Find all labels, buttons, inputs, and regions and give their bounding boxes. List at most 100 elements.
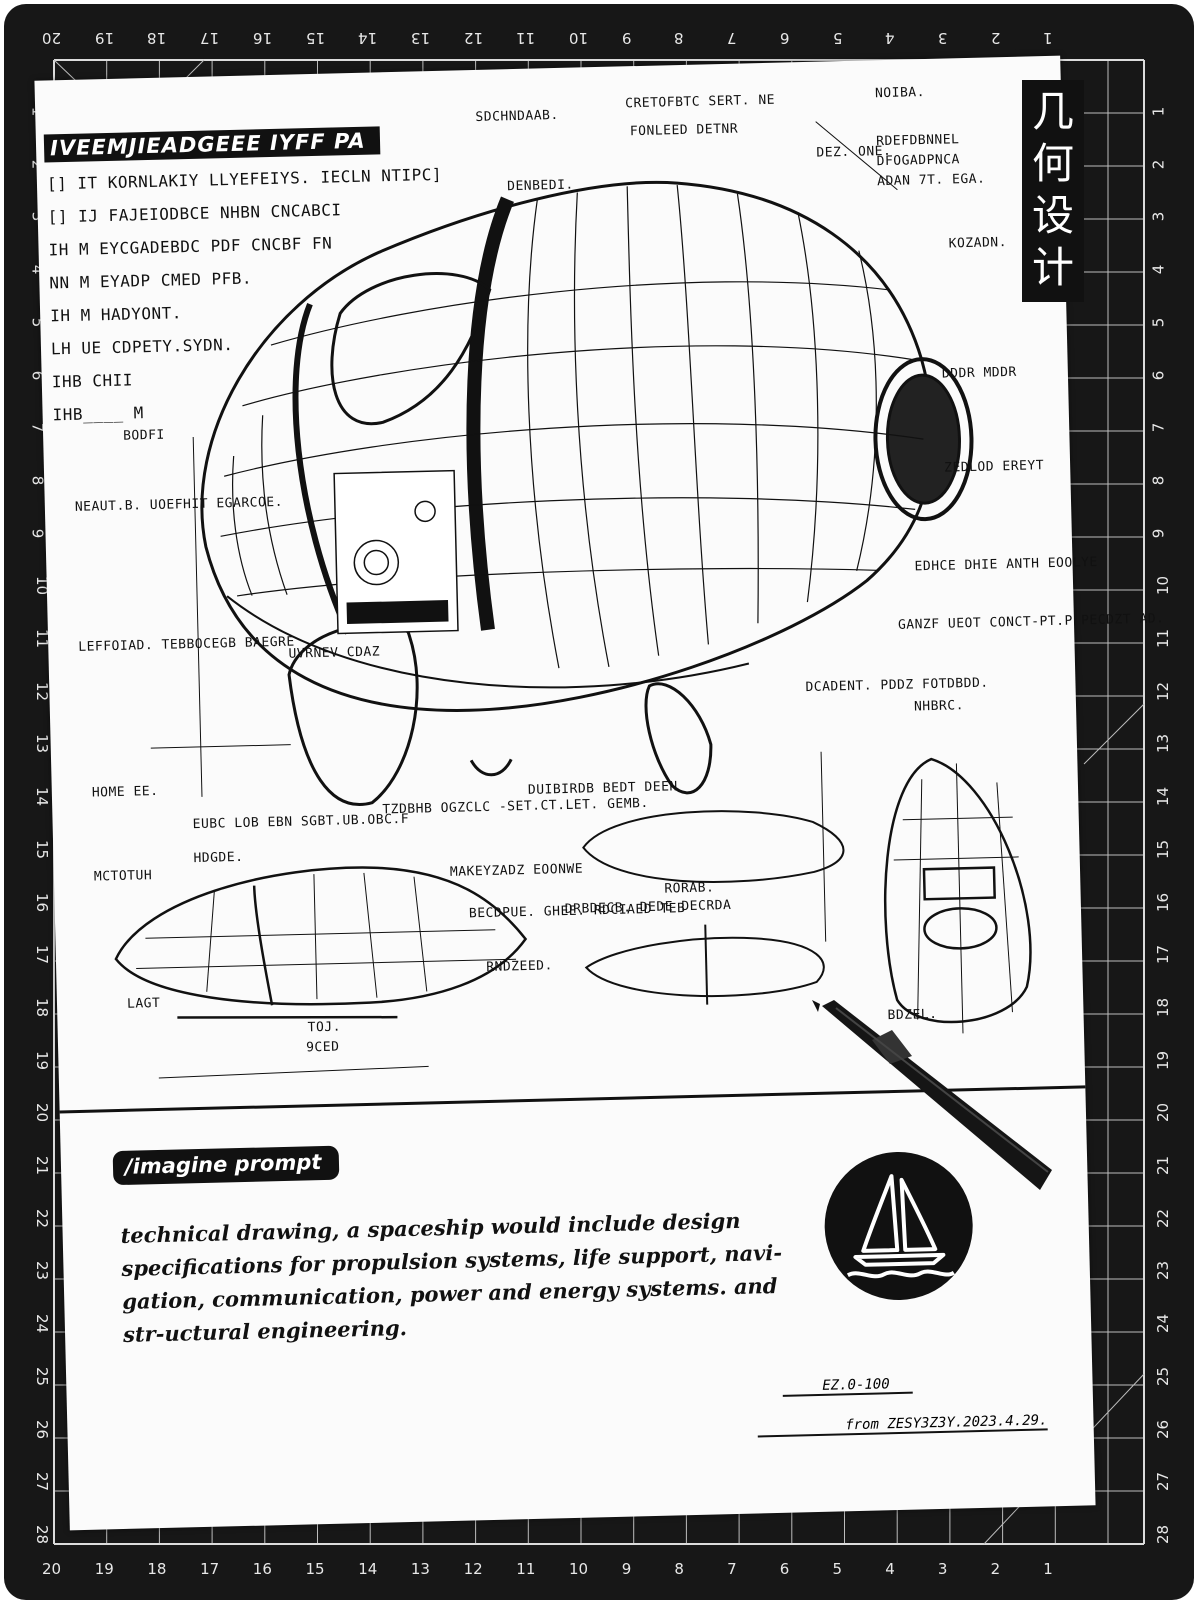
ruler-top-number: 8 <box>674 29 684 47</box>
signature-line-2: from ZESY3Z3Y.2023.4.29. <box>757 1412 1048 1438</box>
annotation-label: SDCHNDAAB. <box>475 107 559 125</box>
ruler-bottom-number: 1 <box>1043 1560 1053 1578</box>
ruler-right-number: 19 <box>1154 1050 1173 1070</box>
ruler-left-number: 20 <box>33 1103 52 1123</box>
ruler-left-number: 28 <box>33 1524 52 1544</box>
ruler-left-number: 11 <box>33 628 52 649</box>
ruler-bottom-number: 13 <box>410 1560 430 1578</box>
ruler-left-number: 19 <box>33 1050 52 1070</box>
annotation-label: DDDR MDDR <box>941 364 1017 382</box>
ruler-top-number: 11 <box>516 29 536 47</box>
ruler-left-number: 16 <box>33 892 52 912</box>
ruler-right-number: 27 <box>1154 1472 1173 1492</box>
ruler-top-number: 1 <box>1043 29 1053 47</box>
title-char: 几 <box>1031 87 1074 136</box>
ruler-top-number: 2 <box>990 29 1001 47</box>
sailboat-logo-icon <box>824 1151 973 1300</box>
ruler-right-number: 4 <box>1149 264 1168 275</box>
ruler-top-number: 6 <box>779 29 790 47</box>
ruler-bottom-number: 2 <box>990 1560 1001 1578</box>
ruler-top-number: 7 <box>727 29 737 47</box>
ruler-top-number: 3 <box>937 29 948 47</box>
ruler-left-number: 14 <box>33 787 52 807</box>
title-text: 几何设计 <box>1022 86 1084 294</box>
title-block: 几何设计 <box>1022 80 1084 302</box>
ruler-left-number: 23 <box>33 1261 52 1281</box>
ruler-bottom-number: 7 <box>727 1560 737 1578</box>
ruler-top-number: 9 <box>621 29 632 47</box>
ruler-bottom-number: 15 <box>305 1560 325 1578</box>
ruler-right-number: 8 <box>1149 475 1168 486</box>
annotation-label: RNDZEED. <box>486 958 554 975</box>
ruler-bottom-number: 18 <box>147 1560 167 1578</box>
ruler-right-number: 2 <box>1149 159 1168 169</box>
ruler-bottom-number: 5 <box>832 1560 843 1578</box>
ruler-bottom-number: 17 <box>200 1560 220 1578</box>
ruler-top-number: 12 <box>463 29 483 47</box>
ruler-left-number: 26 <box>33 1419 52 1439</box>
ruler-bottom-number: 19 <box>94 1560 114 1578</box>
ruler-right-number: 5 <box>1149 317 1168 328</box>
ruler-left-number: 18 <box>33 997 52 1017</box>
annotation-label: HDGDE. <box>193 849 244 867</box>
spec-list: [] IT KORNLAKIY LLYEFEIYS. IECLN NTIPC][… <box>47 165 449 439</box>
ruler-right-number: 26 <box>1154 1419 1173 1439</box>
ruler-right-number: 3 <box>1149 212 1168 222</box>
ruler-right-number: 14 <box>1154 787 1173 807</box>
ruler-right-number: 1 <box>1149 106 1168 117</box>
ruler-right-number: 13 <box>1154 734 1173 754</box>
title-char: 设 <box>1031 191 1074 240</box>
annotation-label: FONLEED DETNR <box>629 121 739 140</box>
ruler-top-number: 4 <box>885 29 895 47</box>
ruler-right-number: 24 <box>1154 1314 1173 1334</box>
ruler-top-number: 15 <box>305 29 325 47</box>
annotation-label: NHBRC. <box>913 698 965 715</box>
ruler-top-number: 5 <box>832 29 843 47</box>
ruler-right-number: 17 <box>1154 945 1173 965</box>
ruler-left-number: 8 <box>28 475 47 486</box>
ruler-bottom-number: 14 <box>358 1560 378 1578</box>
ruler-left-number: 22 <box>33 1208 52 1228</box>
title-char: 计 <box>1031 243 1074 292</box>
ruler-bottom-number: 20 <box>42 1560 62 1578</box>
ruler-left-number: 9 <box>28 528 47 538</box>
ruler-right-number: 21 <box>1154 1155 1173 1176</box>
ruler-top-number: 14 <box>358 29 378 47</box>
ruler-right-number: 11 <box>1154 628 1173 649</box>
annotation-label: BODFI <box>122 427 165 444</box>
signature-line-1: EZ.0-100 <box>782 1375 913 1397</box>
annotation-label: TOJ. <box>307 1019 342 1036</box>
ruler-bottom-number: 8 <box>674 1560 684 1578</box>
ruler-right-number: 18 <box>1154 997 1173 1017</box>
imagine-prompt-tag: /imagine prompt <box>112 1145 340 1186</box>
ruler-bottom-number: 12 <box>463 1560 483 1578</box>
ruler-bottom-number: 4 <box>885 1560 895 1578</box>
ruler-right-number: 9 <box>1149 528 1168 538</box>
annotation-label: 9CED <box>305 1039 340 1056</box>
title-char: 何 <box>1031 139 1074 188</box>
ruler-left-number: 17 <box>33 945 52 965</box>
annotation-label: HOME EE. <box>91 783 159 801</box>
ruler-left-number: 24 <box>33 1314 52 1334</box>
ruler-bottom-number: 10 <box>569 1560 589 1578</box>
marker-pen <box>812 1000 1052 1190</box>
sketch-paper: IVEEMJIEADGEEE IYFF PA [] IT KORNLAKIY L… <box>34 55 1165 1531</box>
ruler-top-number: 20 <box>42 29 62 47</box>
ruler-left-number: 27 <box>33 1472 52 1492</box>
ruler-top-number: 18 <box>147 29 167 47</box>
annotation-label: RORAB. <box>664 880 715 897</box>
ruler-left-number: 25 <box>33 1366 52 1386</box>
ruler-right-number: 22 <box>1154 1208 1173 1228</box>
annotation-label: DEZ. ONE. <box>816 143 892 161</box>
ruler-bottom-number: 6 <box>779 1560 790 1578</box>
ruler-bottom-number: 11 <box>516 1560 536 1578</box>
ruler-bottom-number: 3 <box>937 1560 948 1578</box>
annotation-label: ZEDLOD EREYT <box>943 458 1045 476</box>
ruler-right-number: 6 <box>1149 370 1168 380</box>
spaceship-sketch <box>114 121 1032 1079</box>
ruler-bottom-number: 9 <box>621 1560 632 1578</box>
ruler-left-number: 13 <box>33 734 52 754</box>
ruler-right-number: 28 <box>1154 1524 1173 1544</box>
annotation-label: NOIBA. <box>874 84 926 102</box>
annotation-label: UVRNEV CDAZ <box>288 644 381 662</box>
